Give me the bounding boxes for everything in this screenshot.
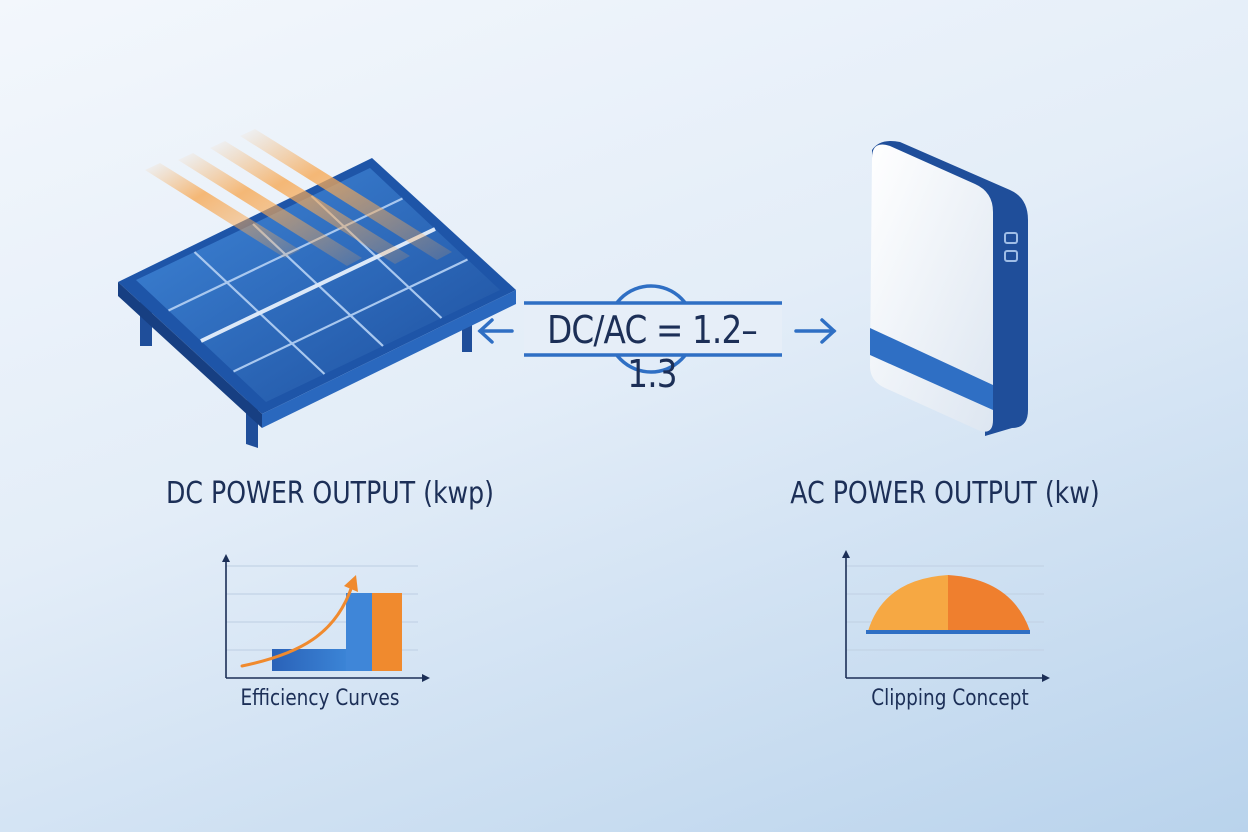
clipped-curve-right — [948, 575, 1030, 631]
bar-mid — [346, 593, 372, 671]
clipping-line — [866, 630, 1030, 634]
dc-power-output-label: DC POWER OUTPUT (kwp) — [166, 476, 494, 511]
solar-panel-icon — [118, 129, 516, 448]
clipping-concept-chart — [842, 550, 1050, 682]
inverter-icon — [870, 141, 1028, 436]
bar-low — [272, 649, 346, 671]
efficiency-curves-caption: Efficiency Curves — [240, 686, 400, 711]
arrow-left-icon — [477, 318, 514, 344]
ac-power-output-label: AC POWER OUTPUT (kw) — [790, 476, 1100, 511]
efficiency-curves-chart — [222, 554, 430, 682]
arrow-right-icon — [794, 318, 837, 344]
clipped-curve-left — [868, 575, 948, 631]
efficiency-curve — [240, 584, 354, 668]
bar-high — [372, 593, 402, 671]
clipping-concept-caption: Clipping Concept — [871, 686, 1029, 711]
sun-rays-icon — [145, 129, 452, 266]
ratio-label: DC/AC = 1.2–1.3 — [547, 308, 758, 396]
ratio-connector — [477, 284, 837, 374]
